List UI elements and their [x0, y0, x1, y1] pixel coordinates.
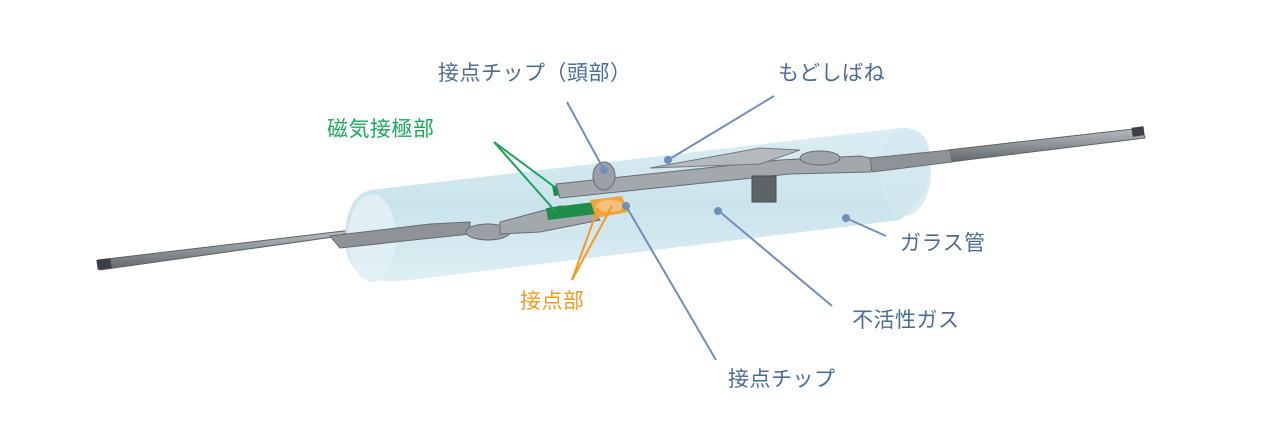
label-contact-tip: 接点チップ	[728, 367, 836, 391]
label-contact-part: 接点部	[520, 289, 585, 313]
glass-tube	[345, 127, 931, 282]
blue-leader-lines	[566, 95, 887, 361]
leader-spring	[667, 95, 775, 161]
label-inert-gas: 不活性ガス	[852, 308, 960, 332]
blue-leader-dots	[600, 156, 850, 222]
leader-gas	[719, 211, 833, 307]
right-lead-wire	[947, 126, 1146, 163]
leader-tip	[625, 205, 717, 361]
orange-leader-lines	[571, 205, 613, 281]
green-leader-lines	[493, 141, 557, 213]
label-magnetic-electrode: 磁気接極部	[327, 117, 435, 141]
leader-glass	[847, 218, 887, 237]
leader-tip-head	[566, 101, 605, 171]
label-return-spring: もどしばね	[778, 61, 886, 85]
contact-area	[590, 196, 628, 218]
left-lead-wire	[96, 229, 353, 271]
label-glass-tube: ガラス管	[900, 231, 986, 255]
label-contact-tip-head: 接点チップ（頭部）	[438, 61, 632, 85]
right-reed	[555, 147, 953, 203]
